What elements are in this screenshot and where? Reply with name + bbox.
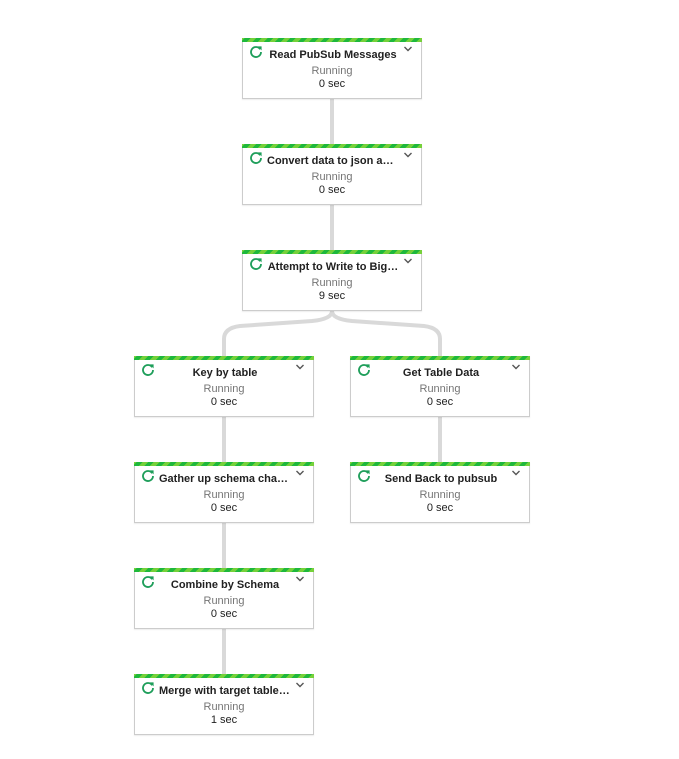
step-title: Gather up schema chan… bbox=[159, 473, 291, 485]
running-status-stripe bbox=[242, 144, 422, 148]
step-duration: 0 sec bbox=[210, 608, 238, 620]
running-refresh-icon bbox=[142, 364, 154, 376]
step-status: Running bbox=[419, 489, 461, 501]
step-status: Running bbox=[311, 65, 353, 77]
running-refresh-icon bbox=[250, 46, 262, 58]
chevron-down-icon[interactable] bbox=[403, 256, 413, 266]
step-duration: 0 sec bbox=[318, 184, 346, 196]
running-status-stripe bbox=[134, 568, 314, 572]
step-title: Combine by Schema bbox=[170, 579, 280, 591]
running-refresh-icon bbox=[358, 364, 370, 376]
running-refresh-icon bbox=[142, 470, 154, 482]
chevron-down-icon[interactable] bbox=[295, 680, 305, 690]
step-title: Key by table bbox=[192, 367, 258, 379]
step-duration: 0 sec bbox=[210, 396, 238, 408]
step-status: Running bbox=[311, 171, 353, 183]
step-duration: 1 sec bbox=[210, 714, 238, 726]
step-title: Attempt to Write to Big… bbox=[267, 261, 399, 273]
chevron-down-icon[interactable] bbox=[403, 44, 413, 54]
running-status-stripe bbox=[134, 356, 314, 360]
step-status: Running bbox=[419, 383, 461, 395]
chevron-down-icon[interactable] bbox=[295, 362, 305, 372]
step-status: Running bbox=[311, 277, 353, 289]
step-duration: 0 sec bbox=[426, 502, 454, 514]
step-status: Running bbox=[203, 595, 245, 607]
edge-attempt-to-write-to-bigquery-to-get-table-data bbox=[330, 309, 442, 358]
chevron-down-icon[interactable] bbox=[295, 468, 305, 478]
running-refresh-icon bbox=[250, 152, 262, 164]
chevron-down-icon[interactable] bbox=[295, 574, 305, 584]
edge-attempt-to-write-to-bigquery-to-key-by-table bbox=[222, 309, 334, 358]
step-status: Running bbox=[203, 489, 245, 501]
running-status-stripe bbox=[350, 356, 530, 360]
running-status-stripe bbox=[350, 462, 530, 466]
running-refresh-icon bbox=[142, 576, 154, 588]
step-title: Convert data to json an… bbox=[267, 155, 399, 167]
running-refresh-icon bbox=[250, 258, 262, 270]
chevron-down-icon[interactable] bbox=[511, 468, 521, 478]
step-status: Running bbox=[203, 383, 245, 395]
running-refresh-icon bbox=[358, 470, 370, 482]
step-title: Send Back to pubsub bbox=[384, 473, 498, 485]
step-title: Read PubSub Messages bbox=[269, 49, 397, 61]
running-refresh-icon bbox=[142, 682, 154, 694]
chevron-down-icon[interactable] bbox=[511, 362, 521, 372]
step-duration: 9 sec bbox=[318, 290, 346, 302]
running-status-stripe bbox=[242, 38, 422, 42]
step-duration: 0 sec bbox=[210, 502, 238, 514]
step-title: Get Table Data bbox=[402, 367, 480, 379]
step-title: Merge with target table … bbox=[159, 685, 291, 697]
step-duration: 0 sec bbox=[426, 396, 454, 408]
running-status-stripe bbox=[134, 674, 314, 678]
step-status: Running bbox=[203, 701, 245, 713]
running-status-stripe bbox=[134, 462, 314, 466]
running-status-stripe bbox=[242, 250, 422, 254]
chevron-down-icon[interactable] bbox=[403, 150, 413, 160]
step-duration: 0 sec bbox=[318, 78, 346, 90]
